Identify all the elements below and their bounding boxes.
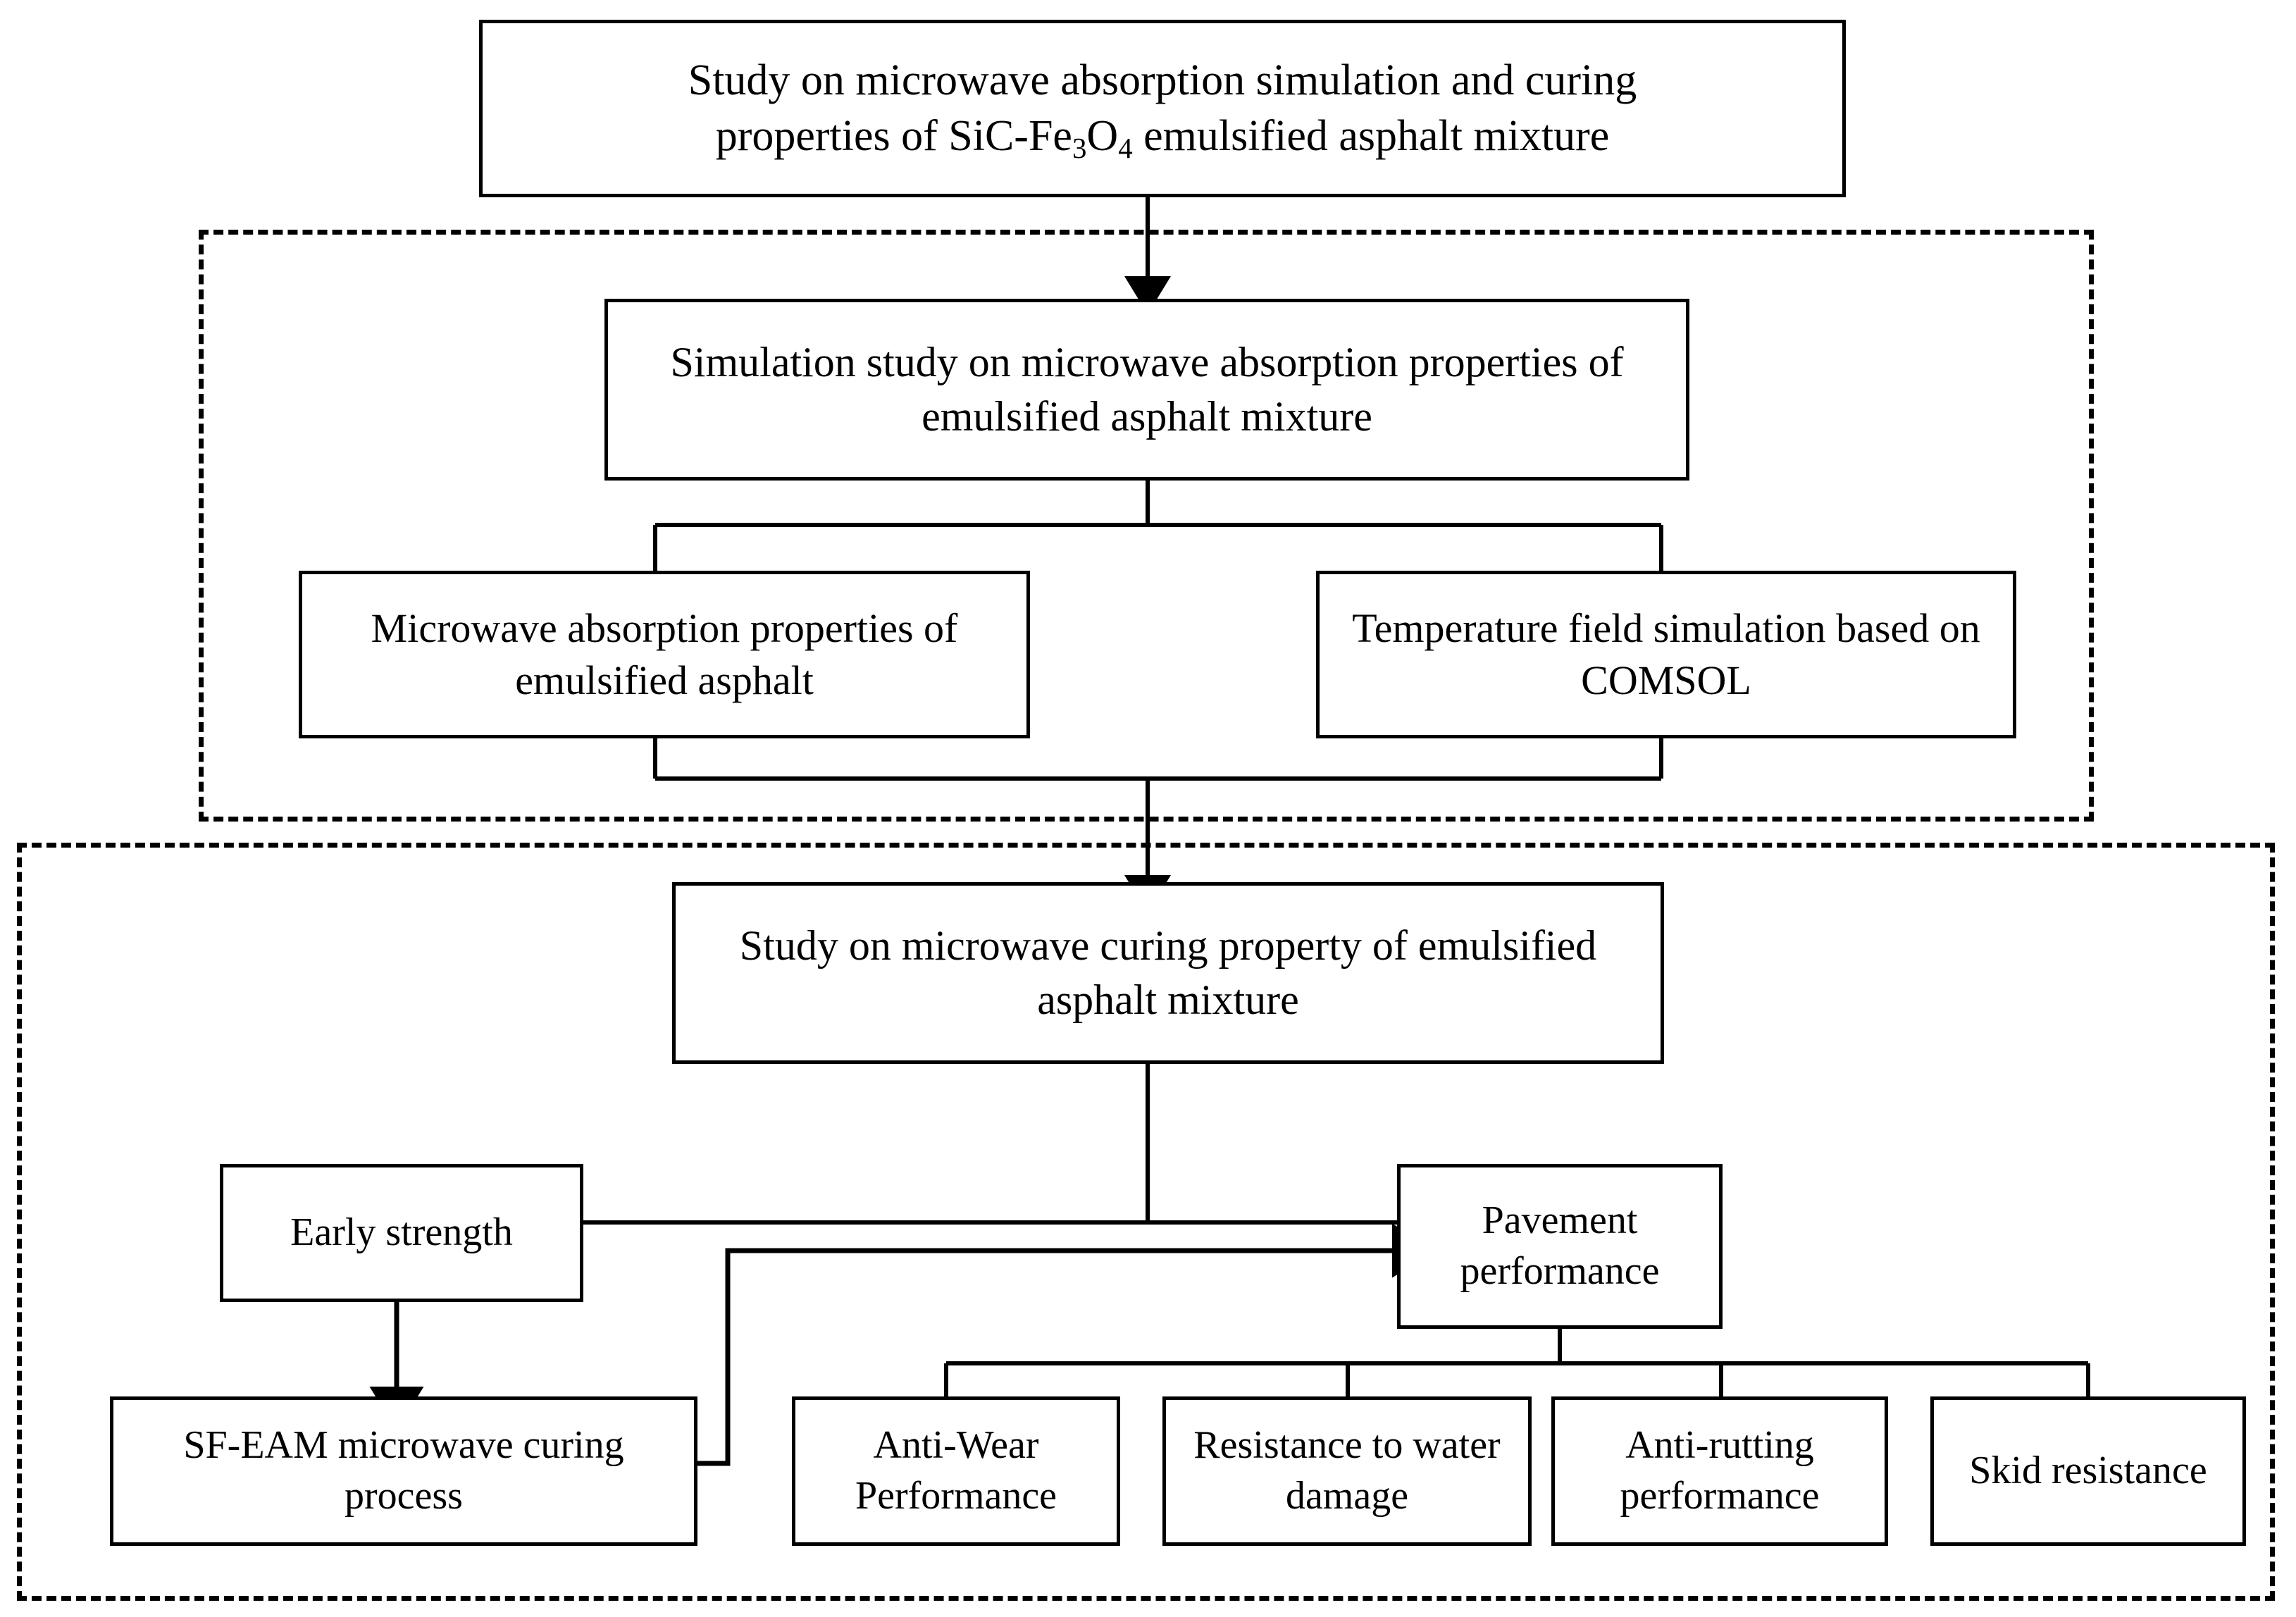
node-sfeam-curing-process-label: SF-EAM microwave curing process xyxy=(183,1423,624,1518)
node-early-strength-label: Early strength xyxy=(290,1210,513,1255)
node-temperature-field[interactable]: Temperature field simulation based on CO… xyxy=(1316,571,2016,738)
node-anti-wear-performance[interactable]: Anti-Wear Performance xyxy=(792,1396,1120,1546)
node-curing-study-label: Study on microwave curing property of em… xyxy=(739,922,1597,1023)
node-skid-resistance-label: Skid resistance xyxy=(1969,1449,2207,1493)
node-water-damage-resistance[interactable]: Resistance to water damage xyxy=(1162,1396,1532,1546)
node-early-strength[interactable]: Early strength xyxy=(220,1164,583,1302)
node-skid-resistance[interactable]: Skid resistance xyxy=(1930,1396,2246,1546)
node-pavement-performance[interactable]: Pavement performance xyxy=(1397,1164,1723,1329)
node-simulation-study-label: Simulation study on microwave absorption… xyxy=(670,339,1624,440)
node-anti-rutting-performance-label: Anti-rutting performance xyxy=(1620,1423,1820,1518)
node-simulation-study[interactable]: Simulation study on microwave absorption… xyxy=(604,299,1689,481)
node-pavement-performance-label: Pavement performance xyxy=(1460,1198,1660,1293)
node-temperature-field-label: Temperature field simulation based on CO… xyxy=(1352,605,1980,703)
node-anti-wear-performance-label: Anti-Wear Performance xyxy=(855,1423,1057,1518)
node-microwave-absorption[interactable]: Microwave absorption properties of emuls… xyxy=(299,571,1030,738)
node-water-damage-resistance-label: Resistance to water damage xyxy=(1193,1423,1501,1518)
node-root-title[interactable]: Study on microwave absorption simulation… xyxy=(479,20,1846,197)
node-microwave-absorption-label: Microwave absorption properties of emuls… xyxy=(371,605,958,703)
subscript-3: 3 xyxy=(1072,132,1087,165)
node-curing-study[interactable]: Study on microwave curing property of em… xyxy=(672,882,1664,1064)
node-anti-rutting-performance[interactable]: Anti-rutting performance xyxy=(1551,1396,1888,1546)
subscript-4: 4 xyxy=(1118,132,1133,165)
node-sfeam-curing-process[interactable]: SF-EAM microwave curing process xyxy=(110,1396,697,1546)
node-root-title-label: Study on microwave absorption simulation… xyxy=(688,56,1637,165)
